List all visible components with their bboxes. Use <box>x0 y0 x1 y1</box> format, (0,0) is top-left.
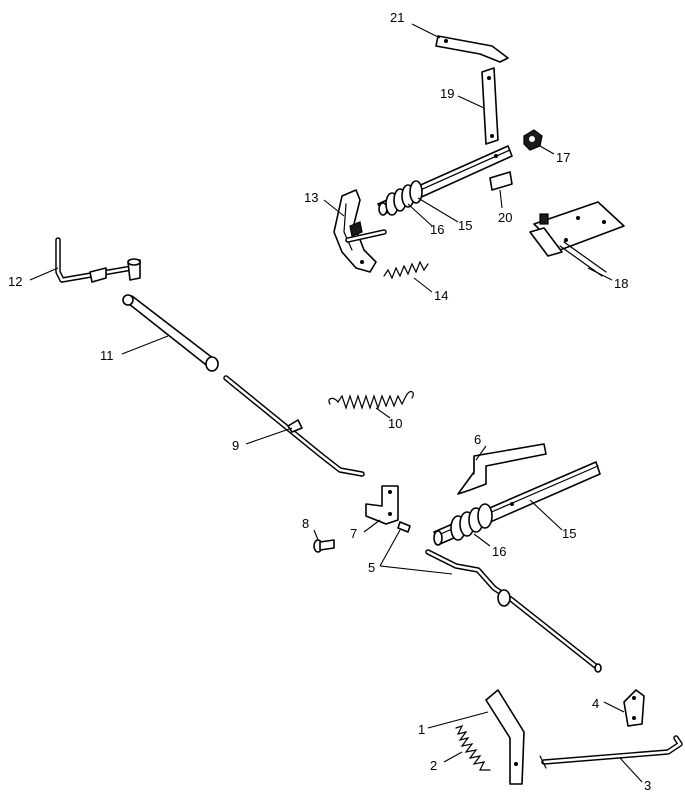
part-5-shaft <box>425 549 602 673</box>
callout-8: 8 <box>302 516 309 531</box>
callout-5: 5 <box>368 560 375 575</box>
callout-16-lower: 16 <box>492 544 506 559</box>
callout-1: 1 <box>418 722 425 737</box>
callout-3: 3 <box>644 778 651 793</box>
part-5-key <box>397 521 411 533</box>
callout-10: 10 <box>388 416 402 431</box>
callout-14: 14 <box>434 288 448 303</box>
part-4-clip <box>623 689 645 727</box>
callout-12: 12 <box>8 274 22 289</box>
part-7-bracket <box>365 485 399 525</box>
callout-13: 13 <box>304 190 318 205</box>
callout-labels: 21 19 17 15 16 20 13 14 18 12 11 10 9 6 … <box>8 10 651 793</box>
part-8-bolt <box>313 539 335 553</box>
callout-7: 7 <box>350 526 357 541</box>
callout-11: 11 <box>100 348 114 363</box>
part-19-link <box>481 67 499 145</box>
part-18-plate <box>529 201 625 277</box>
callout-16-upper: 16 <box>430 222 444 237</box>
part-2-spring <box>455 724 491 771</box>
part-9-rod <box>223 375 365 477</box>
callout-4: 4 <box>592 696 599 711</box>
callout-20: 20 <box>498 210 512 225</box>
part-11-rod <box>122 294 219 372</box>
callout-15-lower: 15 <box>562 526 576 541</box>
callout-6: 6 <box>474 432 481 447</box>
part-3-rod <box>539 735 683 769</box>
part-13-bracket <box>333 189 387 273</box>
callout-2: 2 <box>430 758 437 773</box>
part-14-spring <box>383 260 429 280</box>
part-16-lower-bushing <box>450 503 493 541</box>
part-1-arm <box>485 689 525 785</box>
callout-18: 18 <box>614 276 628 291</box>
part-6-bracket <box>457 443 547 495</box>
callout-15-upper: 15 <box>458 218 472 233</box>
part-12-lever <box>55 237 141 283</box>
callout-21: 21 <box>390 10 404 25</box>
callout-19: 19 <box>440 86 454 101</box>
part-17-clip <box>523 129 543 151</box>
part-20-plate <box>489 171 513 191</box>
callout-9: 9 <box>232 438 239 453</box>
part-16-upper-bushing <box>385 180 423 216</box>
leader-lines <box>29 23 643 783</box>
callout-17: 17 <box>556 150 570 165</box>
part-21-bracket <box>435 35 509 63</box>
part-10-spring <box>328 390 414 410</box>
